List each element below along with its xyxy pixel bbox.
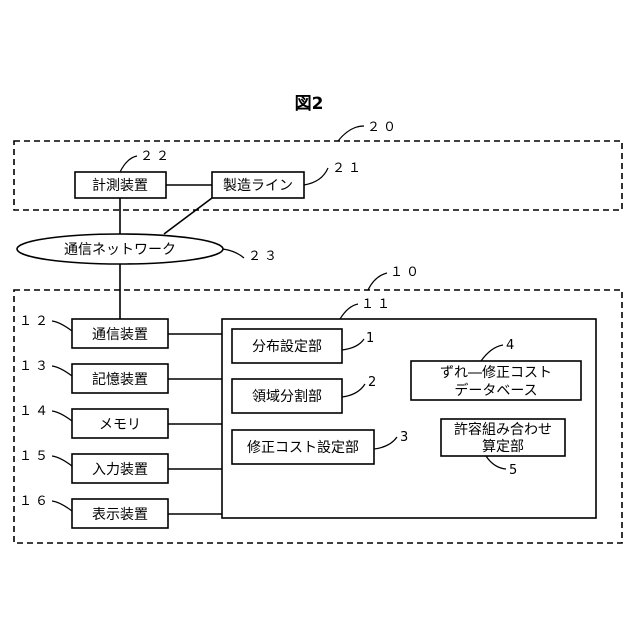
ref-23-leader — [223, 249, 244, 258]
production-line-label: 製造ライン — [223, 178, 293, 194]
ref-13: １３ — [19, 359, 51, 374]
distribution-setting-label: 分布設定部 — [252, 339, 322, 355]
ref-10: １０ — [390, 265, 422, 280]
correction-cost-setting-label: 修正コスト設定部 — [247, 440, 359, 456]
ref-15-leader — [52, 456, 72, 466]
combination-calc-label-line1: 許容組み合わせ — [454, 421, 552, 438]
link-production-network — [164, 198, 212, 234]
comm-network-label: 通信ネットワーク — [64, 242, 176, 258]
ref-1: 1 — [366, 331, 377, 346]
ref-11-leader — [340, 304, 358, 319]
storage-device-label: 記憶装置 — [92, 371, 148, 388]
ref-20: ２０ — [367, 120, 399, 135]
ref-2: 2 — [368, 375, 379, 390]
ref-10-leader — [368, 273, 387, 290]
display-device-label: 表示装置 — [92, 507, 148, 523]
combination-calc-label-line2: 算定部 — [482, 439, 524, 455]
ref-12: １２ — [19, 314, 51, 329]
deviation-cost-db-label-line2: データベース — [454, 382, 537, 399]
ref-20-leader — [338, 126, 364, 141]
ref-5: 5 — [509, 463, 520, 478]
ref-13-leader — [52, 366, 72, 376]
ref-4: 4 — [506, 338, 517, 353]
figure-title: 図2 — [295, 94, 324, 114]
ref-15: １５ — [19, 449, 51, 464]
ref-11: １１ — [361, 297, 393, 312]
ref-12-leader — [52, 321, 72, 331]
ref-14-leader — [52, 411, 72, 421]
ref-23: ２３ — [248, 249, 280, 264]
memory-label: メモリ — [99, 417, 141, 433]
comm-device-label: 通信装置 — [92, 327, 148, 343]
region-division-label: 領域分割部 — [252, 388, 322, 405]
measurement-device-label: 計測装置 — [92, 178, 148, 194]
deviation-cost-db-label-line1: ずれ―修正コスト — [440, 365, 552, 381]
ref-22-leader — [120, 156, 137, 172]
ref-22: ２２ — [140, 149, 172, 164]
input-device-label: 入力装置 — [92, 462, 148, 478]
ref-16: １６ — [19, 494, 51, 509]
ref-3: 3 — [400, 430, 411, 445]
ref-21: ２１ — [332, 161, 364, 176]
ref-21-leader — [304, 168, 328, 185]
ref-14: １４ — [19, 404, 51, 419]
ref-16-leader — [52, 501, 72, 511]
